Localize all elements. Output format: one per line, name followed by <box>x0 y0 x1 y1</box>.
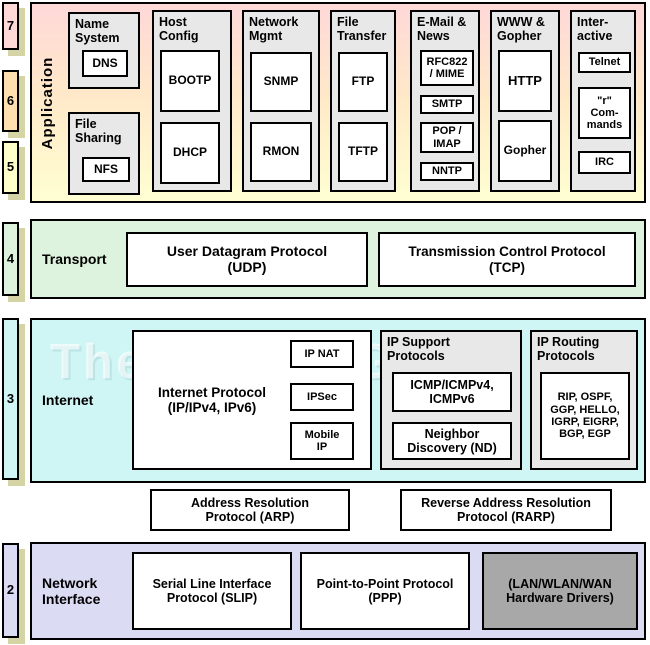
group-host-config-label: Host Config <box>159 15 199 43</box>
layer-number-7: 7 <box>2 2 19 50</box>
transport-layer-band: Transport User Datagram Protocol (UDP) T… <box>30 219 646 299</box>
bootp-box: BOOTP <box>160 50 220 112</box>
group-name-system-label: Name System <box>75 17 120 45</box>
group-www-gopher-label: WWW & Gopher <box>497 15 545 43</box>
group-network-mgmt: Network Mgmt SNMP RMON <box>242 10 320 192</box>
layer-number-3: 3 <box>2 318 19 480</box>
arp-box: Address Resolution Protocol (ARP) <box>150 489 350 531</box>
group-file-sharing-label: File Sharing <box>75 117 122 145</box>
udp-box: User Datagram Protocol (UDP) <box>126 232 368 287</box>
layer-number-5: 5 <box>2 141 19 194</box>
internet-layer-label: Internet <box>42 392 94 409</box>
application-layer-band: Application Name System DNS File Sharing… <box>30 2 646 203</box>
group-email-news: E-Mail & News RFC822 / MIME SMTP POP / I… <box>410 10 480 192</box>
group-email-news-label: E-Mail & News <box>417 15 467 43</box>
rmon-box: RMON <box>250 122 312 182</box>
snmp-box: SNMP <box>250 52 312 112</box>
ip-label: Internet Protocol (IP/IPv4, IPv6) <box>157 384 266 415</box>
group-ip-support: IP Support Protocols ICMP/ICMPv4, ICMPv6… <box>380 330 522 470</box>
ip-nat-box: IP NAT <box>290 340 354 368</box>
pop-imap-box: POP / IMAP <box>420 122 474 153</box>
r-commands-box: "r" Com- mands <box>578 87 631 139</box>
group-interactive: Inter- active Telnet "r" Com- mands IRC <box>570 10 636 192</box>
telnet-box: Telnet <box>578 52 631 73</box>
nntp-box: NNTP <box>420 162 474 181</box>
ipsec-box: IPSec <box>290 383 354 411</box>
routing-protocols-box: RIP, OSPF, GGP, HELLO, IGRP, EIGRP, BGP,… <box>540 372 630 460</box>
ftp-box: FTP <box>338 52 388 112</box>
transport-layer-label: Transport <box>42 250 107 267</box>
rarp-box: Reverse Address Resolution Protocol (RAR… <box>400 489 612 531</box>
lan-hardware-drivers-box: (LAN/WLAN/WAN Hardware Drivers) <box>482 552 638 630</box>
dns-box: DNS <box>82 50 128 77</box>
group-interactive-label: Inter- active <box>577 15 613 43</box>
group-ip-support-label: IP Support Protocols <box>387 335 450 363</box>
group-file-transfer: File Transfer FTP TFTP <box>330 10 396 192</box>
application-layer-label: Application <box>38 56 56 150</box>
neighbor-discovery-box: Neighbor Discovery (ND) <box>392 422 512 460</box>
irc-box: IRC <box>578 151 631 174</box>
internet-layer-band: The TCP/IP Guide Internet Internet Proto… <box>30 318 646 483</box>
layer-number-2: 2 <box>2 543 19 638</box>
layer-number-4: 4 <box>2 222 19 296</box>
tftp-box: TFTP <box>338 122 388 182</box>
mobile-ip-box: Mobile IP <box>290 422 354 460</box>
smtp-box: SMTP <box>420 95 474 114</box>
group-ip-routing-label: IP Routing Protocols <box>537 335 600 363</box>
group-name-system: Name System DNS <box>68 12 140 89</box>
rfc822-mime-box: RFC822 / MIME <box>420 50 474 86</box>
group-network-mgmt-label: Network Mgmt <box>249 15 299 43</box>
network-interface-layer-label: Network Interface <box>42 574 101 607</box>
slip-box: Serial Line Interface Protocol (SLIP) <box>132 552 292 630</box>
ip-box: Internet Protocol (IP/IPv4, IPv6) IP NAT… <box>132 330 372 470</box>
group-ip-routing: IP Routing Protocols RIP, OSPF, GGP, HEL… <box>530 330 638 470</box>
icmp-box: ICMP/ICMPv4, ICMPv6 <box>392 372 512 412</box>
layer-number-6: 6 <box>2 70 19 132</box>
group-www-gopher: WWW & Gopher HTTP Gopher <box>490 10 560 192</box>
ppp-box: Point-to-Point Protocol (PPP) <box>300 552 470 630</box>
group-file-sharing: File Sharing NFS <box>68 112 140 195</box>
group-file-transfer-label: File Transfer <box>337 15 387 43</box>
group-host-config: Host Config BOOTP DHCP <box>152 10 232 192</box>
network-interface-layer-band: Network Interface Serial Line Interface … <box>30 542 646 640</box>
http-box: HTTP <box>498 50 552 112</box>
nfs-box: NFS <box>82 157 130 182</box>
dhcp-box: DHCP <box>160 122 220 184</box>
tcp-box: Transmission Control Protocol (TCP) <box>378 232 636 287</box>
gopher-box: Gopher <box>498 120 552 182</box>
